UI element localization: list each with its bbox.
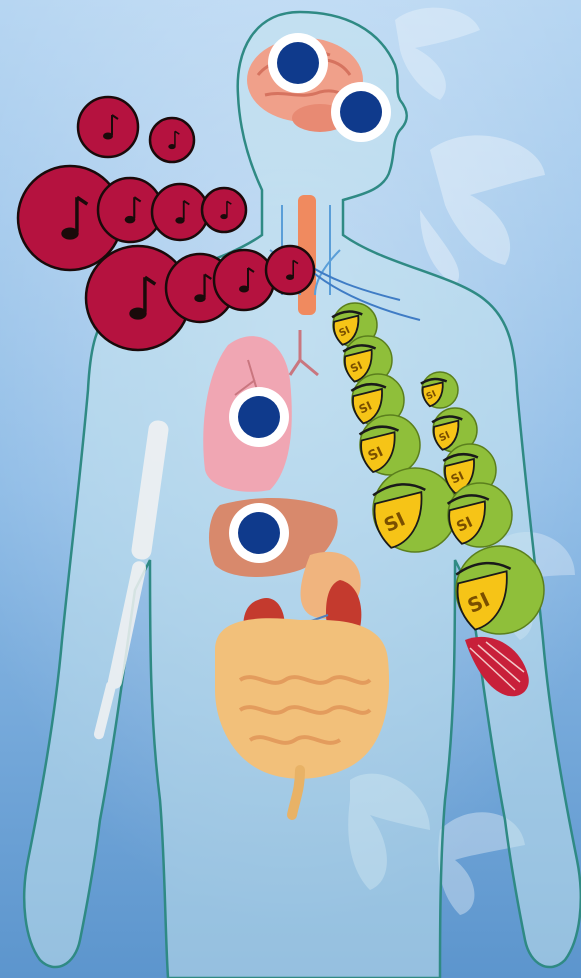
target-marker-icon (229, 387, 289, 447)
target-marker-icon (331, 82, 391, 142)
music-note-ball-icon (78, 97, 138, 157)
shield-ball-icon: SI (448, 483, 512, 547)
target-marker-icon (229, 503, 289, 563)
target-marker-icon (268, 33, 328, 93)
shield-ball-icon: SI (421, 372, 458, 408)
music-note-ball-icon (214, 250, 274, 310)
music-note-ball-icon (152, 184, 208, 240)
music-note-ball-icon (150, 118, 194, 162)
shield-ball-icon: SI (456, 546, 544, 634)
shield-ball-icon: SI (360, 415, 421, 475)
music-note-ball-icon (202, 188, 246, 232)
music-note-ball-icon (266, 246, 314, 294)
shield-ball-icon: SI (373, 468, 457, 552)
